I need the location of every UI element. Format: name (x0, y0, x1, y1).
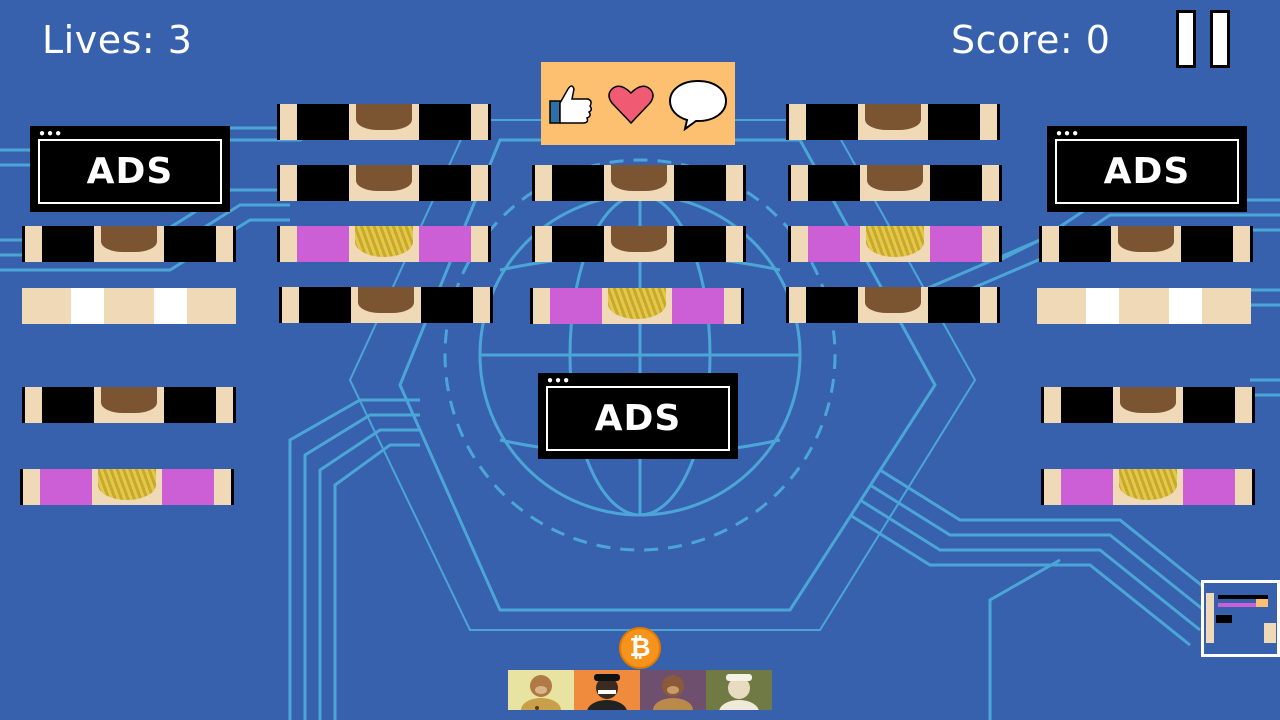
brick (532, 165, 746, 201)
bitcoin-coin-icon: ₿ (619, 627, 661, 669)
brick (786, 104, 1000, 140)
ads-label: ADS (38, 139, 222, 204)
lives-counter: Lives: 3 (42, 18, 193, 62)
score-counter: Score: 0 (951, 18, 1111, 62)
paddle[interactable] (508, 670, 772, 710)
brick (277, 104, 491, 140)
ape-tile (508, 670, 574, 710)
window-dots: ●●● (1056, 128, 1081, 139)
brick (532, 226, 746, 262)
ads-block: ●●● ADS (30, 126, 230, 212)
pause-icon-bar (1210, 10, 1230, 68)
brick (1041, 387, 1255, 423)
social-reactions-block (541, 62, 735, 145)
brick (277, 226, 491, 262)
thumbs-up-icon (549, 84, 593, 124)
brick (22, 288, 237, 324)
brick (1041, 469, 1255, 505)
speech-bubble-icon (668, 79, 728, 131)
brick (530, 288, 744, 324)
brick (786, 287, 1000, 323)
ape-tile (706, 670, 772, 710)
ads-block: ●●● ADS (1047, 126, 1247, 212)
minimap-thumbnail[interactable] (1201, 580, 1280, 657)
ape-tile (574, 670, 640, 710)
ape-tile (640, 670, 706, 710)
ads-block: ●●● ADS (538, 373, 738, 459)
heart-icon (608, 85, 654, 124)
minimap-view (1204, 583, 1277, 654)
window-dots: ●●● (547, 375, 572, 386)
brick (22, 226, 236, 262)
brick (277, 165, 491, 201)
brick (788, 165, 1002, 201)
ads-label: ADS (1055, 139, 1239, 204)
brick (22, 387, 236, 423)
brick (20, 469, 234, 505)
brick (279, 287, 493, 323)
window-dots: ●●● (39, 128, 64, 139)
ads-label: ADS (546, 386, 730, 451)
pause-button[interactable] (1174, 10, 1234, 70)
brick (1039, 226, 1253, 262)
brick (788, 226, 1002, 262)
pause-icon (1176, 10, 1196, 68)
brick (1037, 288, 1252, 324)
